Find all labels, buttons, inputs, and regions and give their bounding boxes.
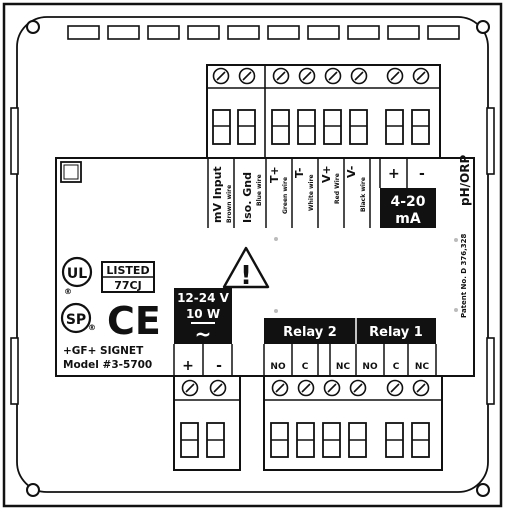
side-tab-left — [10, 337, 19, 405]
terminal-label-v-minus: V- — [345, 166, 358, 178]
terminal-sublabel-white-wire: White wire — [308, 174, 315, 211]
terminal-label-iso-gnd: Iso. Gnd — [241, 172, 254, 223]
terminal-label-t-minus: T- — [293, 168, 306, 178]
current-loop-range: 4-20 — [390, 194, 425, 210]
svg-text:®: ® — [88, 323, 96, 332]
relay-contact-c: C — [393, 362, 400, 372]
relay-contact-no: NO — [362, 362, 378, 372]
warning-icon: ! — [222, 246, 270, 291]
terminal-label-v-plus: V+ — [320, 165, 333, 183]
relay2-badge — [264, 318, 356, 344]
patent-number-label: Patent No. D 376,328 — [460, 233, 468, 318]
current-loop-minus: - — [419, 166, 425, 182]
relay-contact-dividers — [263, 344, 437, 376]
current-loop-plus: + — [388, 166, 400, 182]
panel-inner-frame — [16, 16, 489, 493]
corner-hole-icon — [26, 20, 40, 34]
corner-hole-icon — [26, 483, 40, 497]
csa-mark-icon: SP ® — [60, 302, 96, 334]
current-loop-badge — [380, 188, 436, 228]
relay1-label: Relay 1 — [369, 325, 423, 340]
terminal-sublabel-black-wire: Black wire — [360, 177, 367, 212]
terminal-sublabel-brown-wire: Brown wire — [226, 185, 233, 223]
corner-hole-icon — [476, 483, 490, 497]
corner-hole-icon — [476, 20, 490, 34]
relay2-label: Relay 2 — [283, 325, 337, 340]
svg-text:77CJ: 77CJ — [114, 279, 141, 292]
relay-contact-c: C — [302, 362, 309, 372]
side-tab-left — [10, 107, 19, 175]
relay-contact-no: NO — [270, 362, 286, 372]
terminal-sublabel-green-wire: Green wire — [282, 177, 289, 214]
vent-slots — [67, 25, 460, 40]
svg-text:®: ® — [64, 287, 72, 296]
relay-contact-nc: NC — [415, 362, 430, 372]
ce-mark-icon: CE — [107, 299, 161, 343]
side-tab-right — [486, 337, 495, 405]
relay-contact-nc: NC — [336, 362, 351, 372]
brand-name: +GF+ SIGNET — [63, 345, 144, 357]
svg-text:LISTED: LISTED — [106, 264, 149, 277]
current-loop-unit: mA — [395, 211, 421, 227]
side-tab-right — [486, 107, 495, 175]
power-voltage: 12-24 V — [177, 291, 230, 305]
power-terminal-block — [173, 375, 241, 471]
relay-terminal-block — [263, 375, 443, 471]
svg-text:!: ! — [240, 261, 252, 291]
indicator-square-inner — [63, 164, 79, 180]
power-badge — [174, 288, 232, 344]
power-plus-label: + — [182, 358, 194, 374]
mounting-dots — [274, 237, 458, 313]
model-number: Model #3-5700 — [63, 359, 152, 371]
terminal-label-t-plus: T+ — [268, 166, 281, 183]
terminal-sublabel-blue-wire: Blue wire — [256, 174, 263, 206]
ac-symbol-icon: ~ — [195, 322, 212, 346]
ul-listed-mark-icon: UL LISTED 77CJ ® — [61, 256, 155, 296]
product-type-label: pH/ORP — [458, 155, 472, 206]
label-column-dividers — [207, 158, 408, 228]
svg-text:SP: SP — [66, 312, 86, 328]
relay1-badge — [356, 318, 436, 344]
power-watts: 10 W — [186, 307, 220, 321]
power-minus-label: - — [216, 358, 222, 374]
terminal-sublabel-red-wire: Red Wire — [334, 173, 341, 204]
svg-text:UL: UL — [67, 266, 87, 282]
top-terminal-block — [206, 64, 441, 159]
terminal-label-mv-input: mV Input — [211, 166, 224, 223]
